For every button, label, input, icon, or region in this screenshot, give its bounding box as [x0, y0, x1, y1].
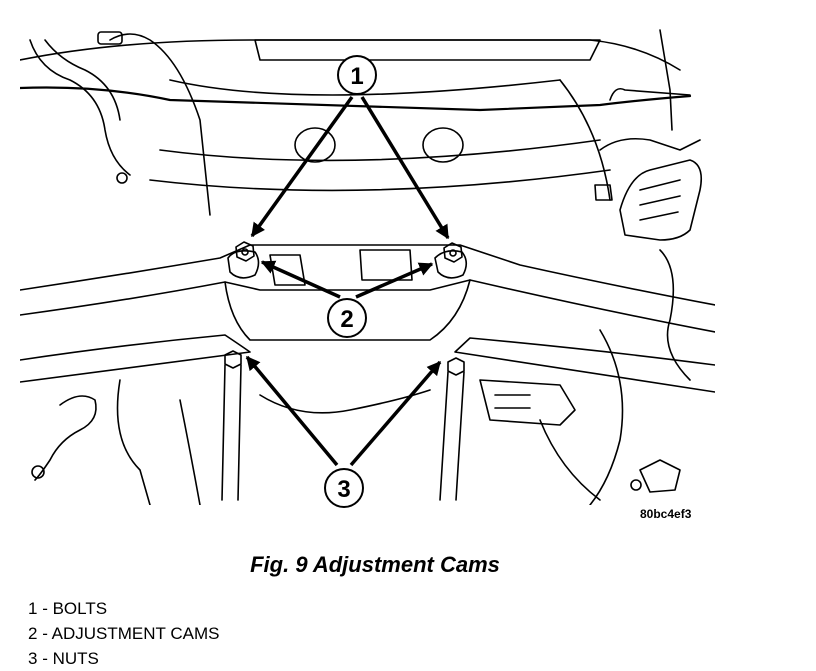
- callout-3: 3: [324, 468, 364, 508]
- body-hole-right: [422, 127, 464, 163]
- suspension-illustration: 1 2 3: [20, 29, 715, 508]
- bolt-right: [443, 242, 463, 263]
- callout-1-number: 1: [350, 63, 363, 90]
- legend-text: - NUTS: [37, 649, 99, 668]
- legend-item: 1 - BOLTS: [28, 596, 219, 621]
- legend: 1 - BOLTS 2 - ADJUSTMENT CAMS 3 - NUTS: [28, 596, 219, 671]
- leader-1-right: [360, 96, 450, 240]
- callout-3-number: 3: [337, 476, 350, 503]
- figure-caption: Fig. 9 Adjustment Cams: [250, 552, 500, 577]
- leader-3-right: [349, 360, 442, 467]
- callout-1: 1: [337, 55, 377, 95]
- underbody-drawing: [20, 29, 715, 505]
- legend-text: - BOLTS: [37, 599, 108, 618]
- bolt-left: [235, 241, 255, 262]
- nut-right: [447, 357, 465, 376]
- leader-1-left: [250, 95, 354, 238]
- legend-text: - ADJUSTMENT CAMS: [37, 624, 220, 643]
- callout-2: 2: [327, 298, 367, 338]
- nut-left: [224, 350, 242, 369]
- leader-3-left: [245, 355, 339, 467]
- legend-number: 1: [28, 599, 38, 618]
- legend-number: 3: [28, 649, 38, 668]
- body-hole-left: [294, 127, 336, 163]
- leader-2-right: [355, 262, 434, 299]
- legend-item: 3 - NUTS: [28, 646, 219, 671]
- legend-item: 2 - ADJUSTMENT CAMS: [28, 621, 219, 646]
- leader-lines: [245, 95, 450, 467]
- legend-number: 2: [28, 624, 38, 643]
- figure-code: 80bc4ef3: [640, 507, 692, 521]
- leader-2-left: [260, 260, 341, 299]
- callout-2-number: 2: [340, 306, 353, 333]
